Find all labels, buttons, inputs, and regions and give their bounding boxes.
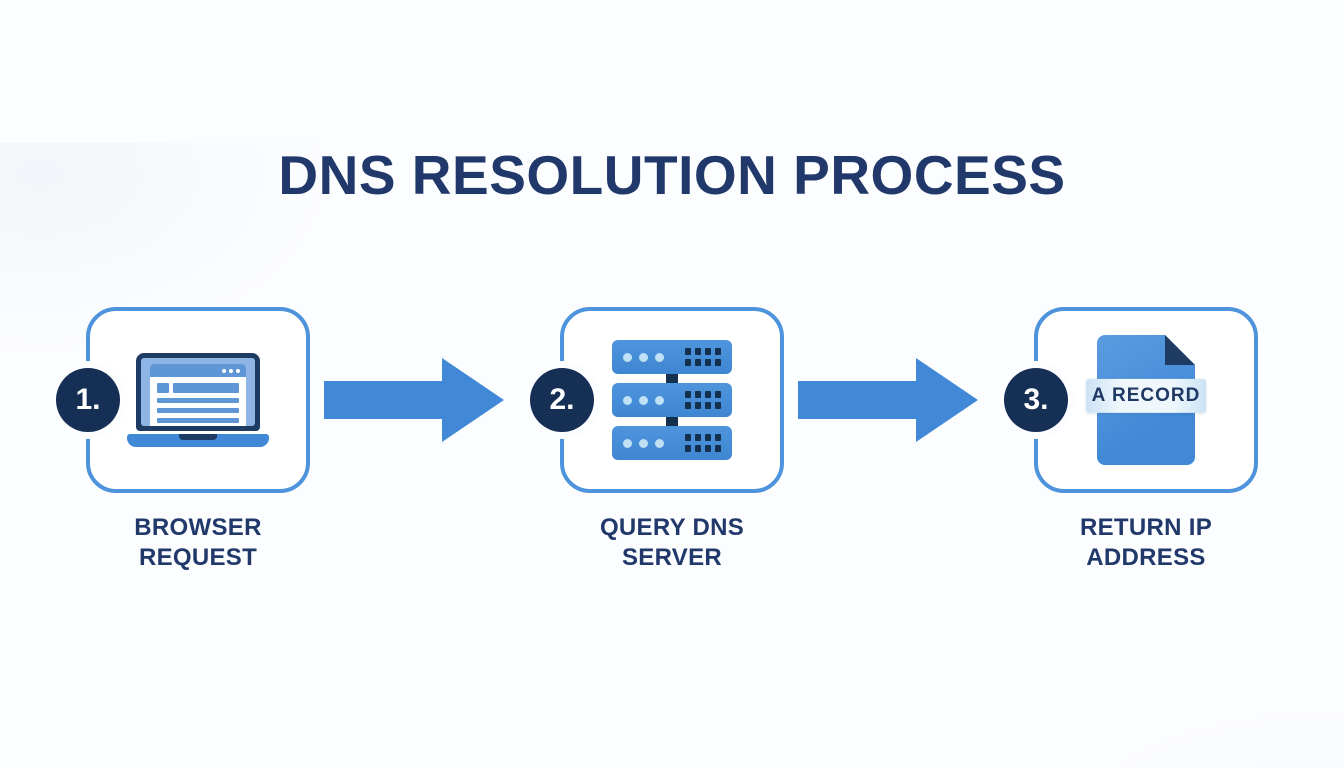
status-dot: [623, 438, 632, 448]
step-2-label: QUERY DNS SERVER: [599, 514, 745, 571]
laptop-base: [127, 434, 269, 447]
step-browser-request: 1.: [56, 307, 310, 573]
server-status-lights: [623, 395, 664, 405]
browser-titlebar: [150, 364, 246, 377]
status-dot: [639, 438, 648, 448]
step-3-number-badge: 3.: [1004, 368, 1068, 432]
step-2-number: 2.: [549, 383, 575, 416]
content-text-line: [157, 418, 239, 423]
content-text-line: [157, 408, 239, 413]
step-1-number: 1.: [75, 383, 101, 416]
server-status-lights: [623, 438, 664, 448]
a-record-file-icon: A RECORD: [1086, 335, 1206, 465]
step-3-box: 3. A RECORD: [1004, 307, 1258, 493]
titlebar-dot: [222, 368, 226, 373]
step-query-dns-server: 2.: [530, 307, 784, 573]
laptop-notch: [179, 434, 217, 440]
server-unit: [612, 426, 732, 460]
a-record-banner: A RECORD: [1086, 378, 1206, 413]
step-2-box: 2.: [530, 307, 784, 493]
a-record-label: A RECORD: [1091, 384, 1201, 406]
folded-corner: [1165, 335, 1195, 365]
step-2-number-badge: 2.: [530, 368, 594, 432]
server-vents: [685, 434, 721, 452]
step-1-label: BROWSER REQUEST: [134, 514, 262, 571]
step-return-ip-address: 3. A RECORD RETURN IP ADDRESS: [1004, 307, 1258, 573]
step-3-label: RETURN IP ADDRESS: [1079, 514, 1213, 571]
server-unit: [612, 383, 732, 417]
laptop-screen: [136, 353, 260, 431]
server-stack-icon: [612, 340, 732, 460]
status-dot: [655, 395, 664, 405]
browser-content-row: [157, 383, 239, 393]
browser-window: [150, 364, 246, 426]
content-heading-bar: [173, 383, 239, 393]
step-1-number-badge: 1.: [56, 368, 120, 432]
status-dot: [623, 395, 632, 405]
step-3-number: 3.: [1023, 383, 1049, 416]
status-dot: [655, 352, 664, 362]
right-arrow-icon: [324, 358, 504, 442]
step-1-box: 1.: [56, 307, 310, 493]
status-dot: [639, 352, 648, 362]
laptop-display: [141, 358, 255, 426]
server-vents: [685, 391, 721, 409]
content-text-line: [157, 398, 239, 403]
laptop-browser-icon: [127, 353, 269, 447]
titlebar-dot: [236, 368, 240, 373]
server-status-lights: [623, 352, 664, 362]
status-dot: [623, 352, 632, 362]
server-unit: [612, 340, 732, 374]
diagram-title: DNS RESOLUTION PROCESS: [278, 144, 1066, 206]
status-dot: [655, 438, 664, 448]
content-thumbnail: [157, 383, 169, 393]
status-dot: [639, 395, 648, 405]
server-vents: [685, 348, 721, 366]
right-arrow-icon: [798, 358, 978, 442]
titlebar-dot: [229, 368, 233, 373]
dns-resolution-diagram: DNS RESOLUTION PROCESS 1.: [0, 143, 1344, 768]
process-flow: 1.: [0, 307, 1344, 573]
